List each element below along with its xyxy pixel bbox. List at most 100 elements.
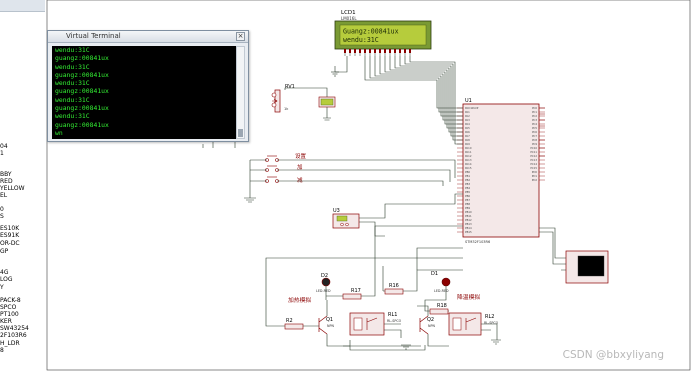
plus-label: 加	[297, 163, 303, 171]
buttons-group[interactable]: 设置 加 减	[265, 152, 307, 184]
cooling-wiring	[382, 247, 501, 350]
heating-wiring	[265, 225, 463, 351]
lcd-pin	[374, 49, 376, 53]
u1-left-pin-label: PB9	[465, 206, 470, 210]
u1-left-pin-label: PB3	[465, 182, 470, 186]
rl2-part: RL-SPCO	[484, 321, 499, 325]
plus-button[interactable]: 加	[265, 163, 303, 172]
u1-right-pin-label: PD1	[532, 174, 538, 178]
device-list-item[interactable]: ES10K	[0, 225, 20, 232]
u1-right-pin-label: PC3	[532, 118, 537, 122]
rv1-up-button[interactable]	[271, 92, 277, 98]
u1-left-pin-label: PA12	[465, 154, 472, 158]
device-list-item[interactable]: PT100	[0, 311, 19, 318]
device-list-item[interactable]: 8	[0, 347, 4, 354]
u1-left-pin-label: PB4	[465, 186, 470, 190]
q1-symbol	[318, 315, 328, 335]
u1-left-pin-label: PA7	[465, 134, 470, 138]
device-list-item[interactable]: EL	[0, 192, 8, 199]
terminal-line: wendu:31C	[55, 95, 90, 104]
d1-led	[441, 277, 451, 287]
u1-left-pin-label: PA3	[465, 118, 470, 122]
device-list-item[interactable]: 2F103R6	[0, 332, 27, 339]
rv1-down-button[interactable]	[271, 102, 277, 108]
schematic-canvas[interactable]: LCD1 LM016L Guangz:00841ux wendu:31C RV1…	[45, 0, 692, 371]
device-list-item[interactable]: KER	[0, 318, 12, 325]
d1-part: LED-RED	[434, 289, 449, 293]
device-list-item[interactable]: PACK-8	[0, 297, 21, 304]
q2-symbol	[419, 315, 429, 335]
device-list-item[interactable]: 0	[0, 206, 4, 213]
u1-left-pin-label: PB8	[465, 202, 470, 206]
virtual-terminal-symbol[interactable]	[539, 227, 609, 284]
device-list-item[interactable]: RED	[0, 178, 13, 185]
device-list-item[interactable]: 4G	[0, 269, 9, 276]
lcd-module[interactable]: LCD1 LM016L Guangz:00841ux wendu:31C	[334, 10, 432, 56]
u1-left-pin-label: PB2	[465, 178, 470, 182]
terminal-line: guangz:00841ux	[55, 70, 109, 79]
virtual-terminal-titlebar[interactable]: Virtual Terminal ×	[48, 31, 248, 43]
virtual-terminal-scrollbar[interactable]	[236, 46, 245, 139]
lcd-pin	[384, 49, 386, 53]
u3-wiring	[359, 193, 463, 237]
device-list-item[interactable]: Y	[0, 284, 4, 291]
r2-body	[284, 323, 304, 330]
terminal-line: wendu:31C	[55, 46, 90, 54]
heating-circuit: D2 LED-RED R17 加热模拟 R2 Q1 NPN RL1 RL-SPC…	[284, 273, 402, 336]
device-list-item[interactable]: SW43254	[0, 325, 29, 332]
device-list-item[interactable]: LOG	[0, 276, 13, 283]
r2-label: R2	[286, 318, 293, 324]
minus-button[interactable]: 减	[265, 176, 304, 184]
u1-left-pin-label: PA5	[465, 126, 470, 130]
u3-minus-button[interactable]	[340, 222, 344, 227]
lcd-pin	[354, 49, 356, 53]
potentiometer-rv1[interactable]: RV1 1k	[272, 84, 295, 113]
u1-right-pin-label: PC12	[530, 154, 537, 158]
device-list-item[interactable]: 1	[0, 150, 4, 157]
temperature-sensor-u3[interactable]: U3	[332, 208, 360, 229]
u1-right-pin-label: PC8	[532, 138, 537, 142]
terminal-line: guangz:00841ux	[55, 87, 109, 96]
sheet-border	[46, 0, 691, 371]
cooling-circuit: D1 LED-RED R16 R18 降温模拟 Q2 NPN RL2 RL-SP…	[384, 271, 499, 336]
u1-pins: PA0-WKUPPA1PA2PA3PA4PA5PA6PA7PA8PA9PA10P…	[457, 106, 545, 234]
lcd-data-bus	[284, 56, 463, 145]
q2-label: Q2	[427, 317, 434, 323]
u3-plus-button[interactable]	[345, 222, 349, 227]
device-list-item[interactable]: S	[0, 213, 4, 220]
device-list-item[interactable]: ES91K	[0, 232, 20, 239]
rv1-buttons[interactable]	[271, 92, 277, 108]
u1-left-pin-label: PB5	[465, 190, 470, 194]
device-list-item[interactable]: 04	[0, 143, 8, 150]
r17-body	[342, 293, 362, 300]
close-icon[interactable]: ×	[236, 32, 245, 41]
heat-sim-label: 加热模拟	[288, 296, 311, 304]
device-list-item[interactable]: BBY	[0, 171, 12, 178]
lcd-pin	[379, 49, 381, 53]
device-list-item[interactable]: YELLOW	[0, 185, 25, 192]
mcu-u1[interactable]: U1 PA0-WKUPPA1PA2PA3PA4PA5PA6PA7PA8PA9PA…	[457, 98, 545, 244]
device-list-item[interactable]: GP	[0, 248, 9, 255]
lcd-pin	[344, 49, 346, 53]
u1-right-pin-label: PC5	[532, 126, 537, 130]
panel-header	[0, 0, 45, 12]
u1-left-pin-label: PB14	[465, 226, 472, 230]
terminal-line: guangz:00841ux	[55, 104, 109, 113]
device-list-item[interactable]: H_LDR	[0, 340, 20, 347]
d1-label: D1	[431, 271, 438, 277]
q1-part: NPN	[327, 324, 334, 328]
u1-right-pin-label: PD0	[532, 170, 538, 174]
u1-left-pin-label: PB1	[465, 174, 470, 178]
device-list-item[interactable]: OR-DC	[0, 240, 20, 247]
u1-left-pin-label: PA9	[465, 142, 470, 146]
d2-label: D2	[321, 273, 328, 279]
device-list-item[interactable]: SPCO	[0, 304, 17, 311]
scrollbar-thumb[interactable]	[238, 129, 243, 137]
u1-left-pin-label: PA6	[465, 130, 470, 134]
u1-right-probes	[539, 107, 545, 157]
lcd-pin	[404, 49, 406, 53]
